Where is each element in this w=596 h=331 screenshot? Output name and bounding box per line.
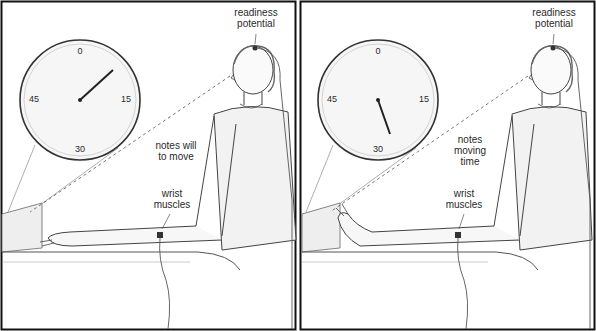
callout-label: readiness potential bbox=[222, 7, 290, 29]
face bbox=[529, 74, 533, 80]
collar bbox=[240, 104, 262, 108]
leader-line bbox=[255, 34, 256, 44]
table-shade bbox=[302, 262, 488, 263]
electrode bbox=[157, 232, 163, 238]
clock-face bbox=[20, 40, 140, 160]
clock-hand bbox=[378, 100, 390, 134]
clock-hub bbox=[78, 98, 82, 102]
table-edge bbox=[302, 252, 538, 270]
upper-arm bbox=[520, 124, 534, 236]
electrode bbox=[551, 46, 556, 51]
clock-number: 15 bbox=[413, 94, 435, 104]
leader-line bbox=[459, 214, 464, 229]
leader-line bbox=[162, 214, 170, 229]
wire bbox=[458, 238, 468, 329]
table-shade bbox=[2, 262, 190, 263]
clock-number: 45 bbox=[23, 94, 45, 104]
torso bbox=[512, 106, 592, 250]
face bbox=[231, 74, 235, 80]
clock-number: 0 bbox=[367, 46, 389, 56]
projection-line bbox=[306, 145, 333, 212]
panel-frame bbox=[301, 2, 595, 330]
callout-label: readiness potential bbox=[520, 7, 588, 29]
clock-hub bbox=[376, 98, 380, 102]
clock-number: 30 bbox=[367, 144, 389, 154]
callout-label: wrist muscles bbox=[440, 188, 488, 210]
gaze-line bbox=[330, 76, 528, 212]
wire bbox=[555, 48, 590, 329]
clock-number: 45 bbox=[321, 94, 343, 104]
upper-arm bbox=[222, 124, 236, 236]
callout-label: wrist muscles bbox=[148, 188, 196, 210]
clock-rim bbox=[322, 44, 434, 156]
clock-rim bbox=[24, 44, 136, 156]
screen bbox=[302, 203, 340, 252]
electrode bbox=[455, 232, 461, 238]
upper-arm bbox=[196, 116, 214, 226]
wire bbox=[160, 238, 170, 329]
fingers bbox=[40, 240, 54, 246]
table-edge bbox=[2, 252, 240, 270]
callout-label: notes will to move bbox=[149, 140, 203, 162]
panel-frame bbox=[2, 2, 296, 330]
clock-number: 30 bbox=[69, 144, 91, 154]
forearm-hand bbox=[48, 226, 222, 246]
wire bbox=[257, 48, 292, 329]
projection-line bbox=[8, 145, 35, 212]
fingers bbox=[336, 204, 348, 216]
left-scene bbox=[2, 34, 296, 329]
clock-hand bbox=[80, 70, 113, 100]
forearm-hand bbox=[338, 213, 520, 246]
electrode bbox=[253, 46, 258, 51]
hair bbox=[234, 46, 274, 92]
torso bbox=[214, 106, 296, 250]
clock-face bbox=[318, 40, 438, 160]
hair bbox=[532, 46, 572, 92]
screen bbox=[2, 203, 42, 252]
clock-number: 0 bbox=[69, 46, 91, 56]
clock-number: 15 bbox=[115, 94, 137, 104]
callout-label: notes moving time bbox=[447, 134, 493, 168]
collar bbox=[538, 104, 560, 108]
gaze-line bbox=[30, 76, 230, 212]
upper-arm bbox=[494, 116, 512, 226]
right-scene bbox=[302, 34, 592, 329]
leader-line bbox=[553, 34, 554, 44]
